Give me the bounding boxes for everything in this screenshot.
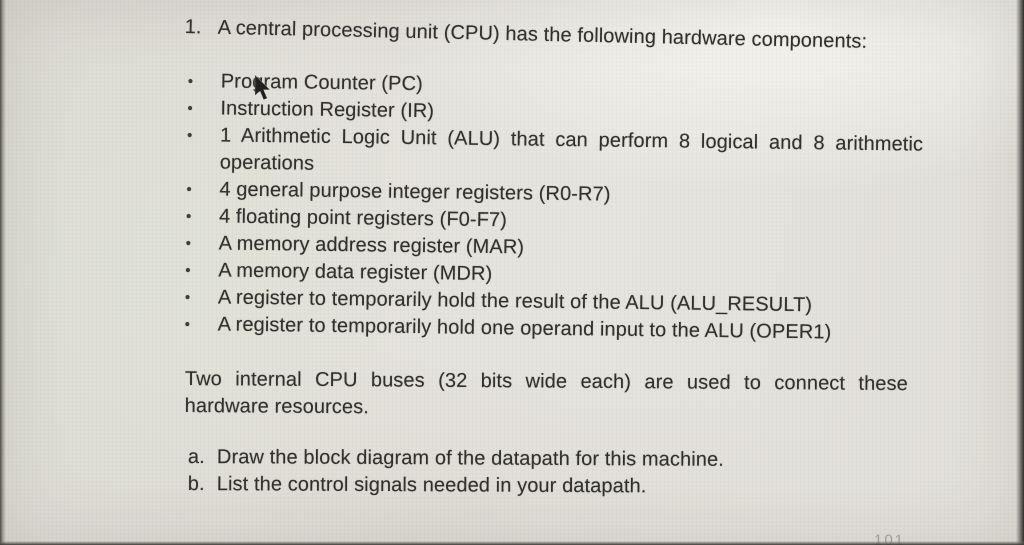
subquestion-a: a. Draw the block diagram of the datapat… [188,444,928,475]
question-text: A central processing unit (CPU) has the … [217,16,868,53]
subquestion-text: List the control signals needed in your … [216,473,647,498]
bullet-icon: • [185,262,191,280]
bullet-icon: • [185,235,192,253]
bullet-icon: • [184,316,191,334]
hardware-components-list: • Program Counter (PC) • Instruction Reg… [181,68,944,348]
bullet-icon: • [187,127,193,145]
subquestion-text: Draw the block diagram of the datapath f… [216,446,724,471]
question-number: 1. [184,15,202,39]
screen-edge-right [1016,0,1024,545]
bullet-icon: • [184,289,191,307]
list-item-alu: • 1 Arithmetic Logic Unit (ALU) that can… [184,122,945,186]
screen-edge-bottom [0,541,1024,545]
question-heading: 1. A central processing unit (CPU) has t… [184,14,964,58]
buses-paragraph: Two internal CPU buses (32 bits wide eac… [185,366,908,425]
mouse-cursor-icon [254,74,271,101]
subquestion-label: a. [187,445,205,469]
bullet-icon: • [187,73,194,91]
subquestion-b: b. List the control signals needed in yo… [188,471,928,502]
subquestions-list: a. Draw the block diagram of the datapat… [188,444,928,502]
bullet-icon: • [187,100,193,118]
screen-edge-left [0,0,6,545]
paragraph-line: hardware resources. [184,394,370,419]
bullet-icon: • [185,208,192,226]
subquestion-label: b. [187,472,205,496]
bullet-icon: • [186,181,192,199]
